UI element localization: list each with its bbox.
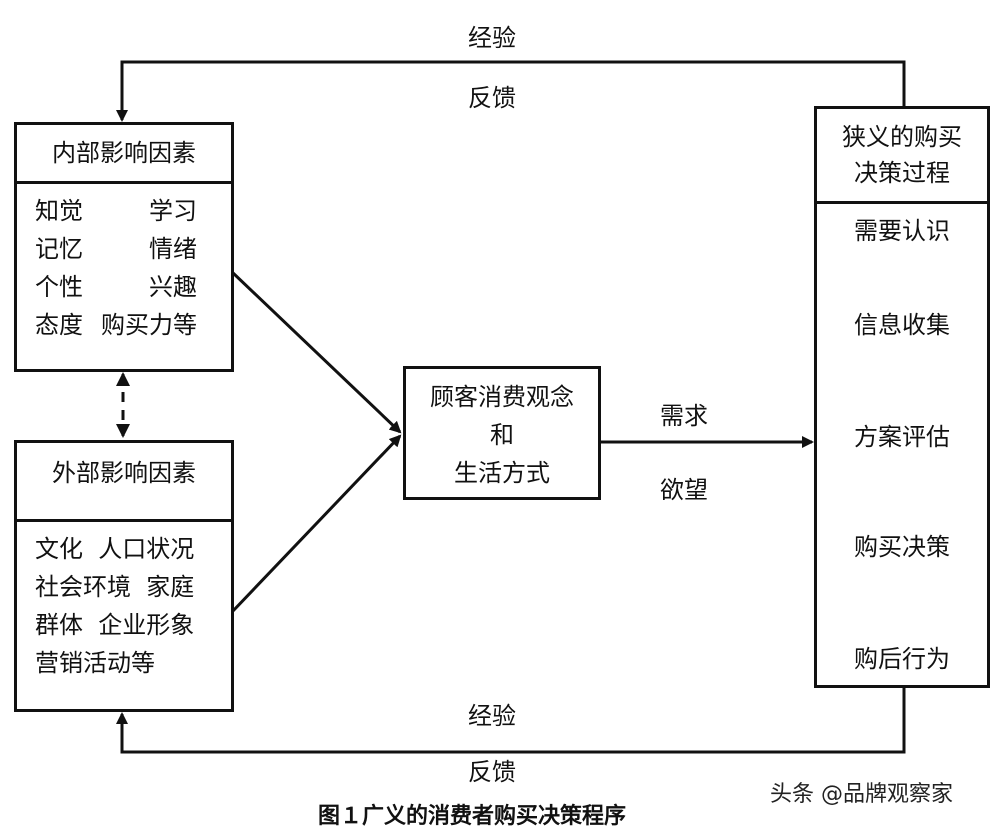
consumer-concept-line1: 顾客消费观念 xyxy=(430,383,574,411)
external-factor-item: 群体 企业形象 xyxy=(35,611,195,639)
external-factors-divider xyxy=(17,519,231,522)
consumer-concept-box: 顾客消费观念 和 生活方式 xyxy=(403,366,601,500)
internal-factor-item: 购买力等 xyxy=(101,311,197,339)
narrow-process-title-line2: 决策过程 xyxy=(854,159,950,187)
external-factor-item: 文化 人口状况 xyxy=(35,535,195,563)
bottom-feedback-loop-line xyxy=(116,688,906,754)
narrow-process-divider xyxy=(817,201,987,204)
desire-label: 欲望 xyxy=(660,476,708,504)
figure-caption: 图１广义的消费者购买决策程序 xyxy=(318,804,627,829)
process-step: 需要认识 xyxy=(854,217,950,245)
process-step: 信息收集 xyxy=(854,311,950,339)
internal-factor-item: 学习 xyxy=(149,197,197,225)
top-loop-label-feedback: 反馈 xyxy=(468,84,516,112)
process-step: 方案评估 xyxy=(854,423,950,451)
process-step: 购买决策 xyxy=(854,533,950,561)
internal-factors-divider xyxy=(17,181,231,184)
top-loop-label-experience: 经验 xyxy=(468,24,516,52)
internal-factors-box: 内部影响因素 知觉 学习 记忆 情绪 个性 兴趣 态度 购买力等 xyxy=(14,122,234,372)
demand-label: 需求 xyxy=(660,402,708,430)
narrow-decision-process-box: 狭义的购买 决策过程 需要认识 信息收集 方案评估 购买决策 购后行为 xyxy=(814,106,990,688)
internal-factor-item: 个性 xyxy=(35,273,83,301)
process-step: 购后行为 xyxy=(854,645,950,673)
external-factor-item: 社会环境 家庭 xyxy=(35,573,195,601)
consumer-concept-line2: 和 xyxy=(490,421,514,449)
internal-factors-title: 内部影响因素 xyxy=(52,139,196,167)
internal-factor-item: 态度 xyxy=(35,311,83,339)
external-factors-box: 外部影响因素 文化 人口状况 社会环境 家庭 群体 企业形象 营销活动等 xyxy=(14,440,234,712)
external-to-center-arrow xyxy=(230,434,402,614)
bottom-loop-label-feedback: 反馈 xyxy=(468,758,516,786)
narrow-process-title-line1: 狭义的购买 xyxy=(842,123,962,151)
bottom-loop-label-experience: 经验 xyxy=(468,702,516,730)
consumer-concept-line3: 生活方式 xyxy=(454,459,550,487)
internal-factor-item: 知觉 xyxy=(35,197,83,225)
external-factors-title: 外部影响因素 xyxy=(52,459,196,487)
external-factor-item: 营销活动等 xyxy=(35,649,155,677)
internal-factor-item: 兴趣 xyxy=(149,273,197,301)
top-feedback-loop-line xyxy=(116,60,906,122)
watermark: 头条 @品牌观察家 xyxy=(770,782,953,807)
internal-to-center-arrow xyxy=(230,270,402,434)
internal-factor-item: 记忆 xyxy=(35,235,83,263)
internal-factor-item: 情绪 xyxy=(149,235,197,263)
